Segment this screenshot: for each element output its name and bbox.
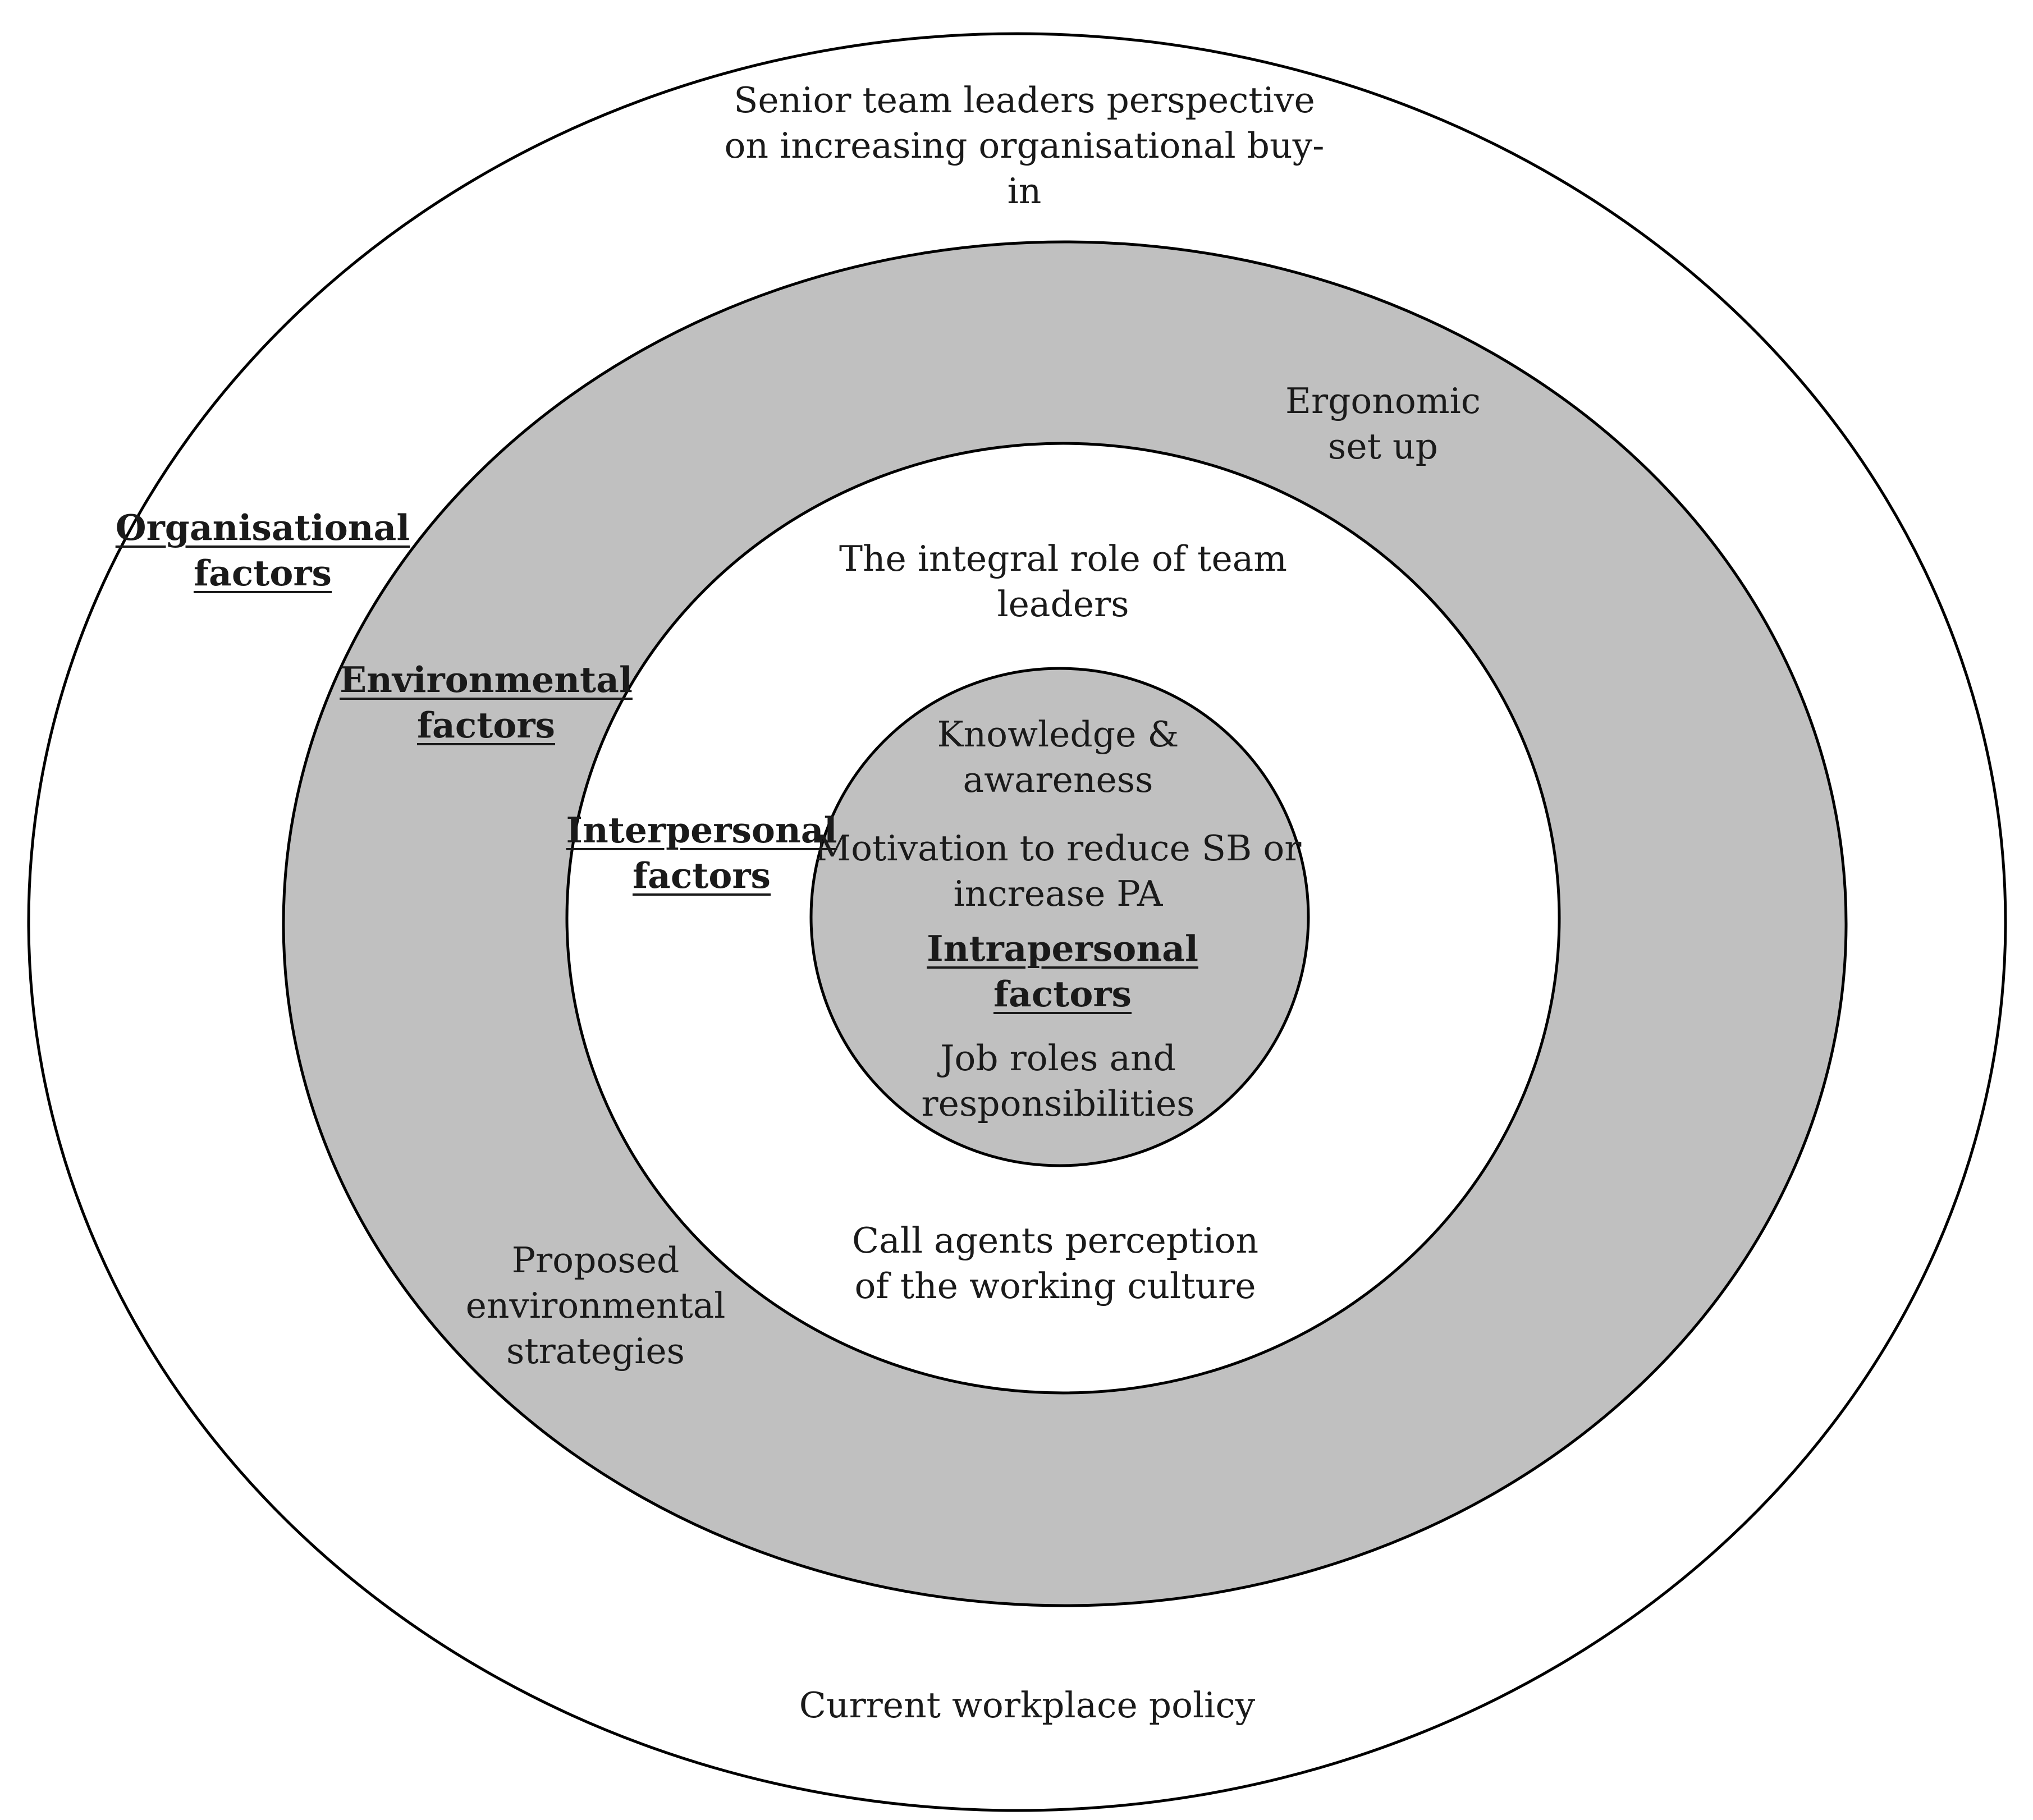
interpersonal-item-team-leaders: The integral role of team leaders bbox=[839, 538, 1288, 625]
environmental-item-proposed-strategies: Proposed environmental strategies bbox=[465, 1240, 726, 1372]
organisational-item-senior-leaders: Senior team leaders perspective on incre… bbox=[724, 80, 1325, 212]
environmental-item-ergonomic-setup: Ergonomic set up bbox=[1285, 380, 1481, 467]
intrapersonal-item-motivation: Motivation to reduce SB or increase PA bbox=[814, 828, 1302, 914]
organisational-item-workplace-policy: Current workplace policy bbox=[799, 1685, 1256, 1726]
intrapersonal-item-knowledge: Knowledge & awareness bbox=[937, 714, 1179, 800]
interpersonal-factors-heading: Interpersonal factors bbox=[566, 809, 837, 896]
intrapersonal-factors-heading: Intrapersonal factors bbox=[927, 928, 1198, 1015]
organisational-factors-heading: Organisational factors bbox=[115, 507, 410, 594]
environmental-factors-heading: Environmental factors bbox=[340, 659, 633, 746]
intrapersonal-circle bbox=[809, 667, 1310, 1167]
intrapersonal-item-job-roles: Job roles and responsibilities bbox=[921, 1038, 1195, 1124]
interpersonal-item-working-culture: Call agents perception of the working cu… bbox=[851, 1220, 1259, 1306]
